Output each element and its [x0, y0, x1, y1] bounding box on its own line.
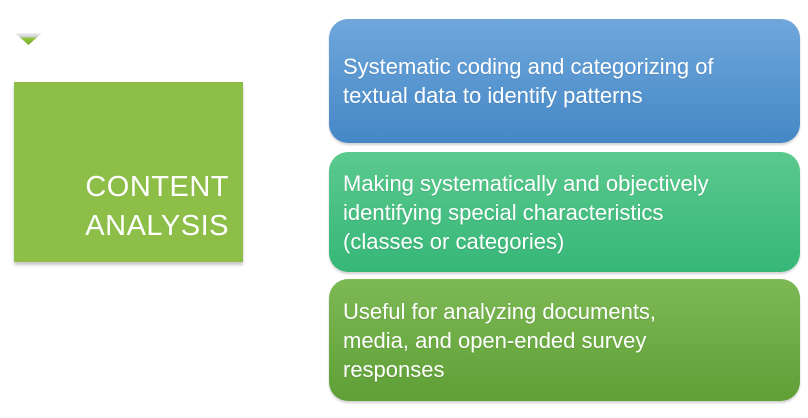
topic-box: CONTENT ANALYSIS	[14, 82, 243, 262]
triangle-down-icon	[15, 33, 42, 45]
description-box-1: Systematic coding and categorizing of te…	[329, 19, 800, 143]
description-text-1: Systematic coding and categorizing of te…	[343, 54, 714, 108]
description-box-3: Useful for analyzing documents, media, a…	[329, 279, 800, 401]
description-text-3: Useful for analyzing documents, media, a…	[343, 298, 657, 382]
description-box-2: Making systematically and objectively id…	[329, 152, 800, 272]
description-text-2: Making systematically and objectively id…	[343, 170, 709, 254]
topic-title: CONTENT ANALYSIS	[85, 171, 229, 242]
